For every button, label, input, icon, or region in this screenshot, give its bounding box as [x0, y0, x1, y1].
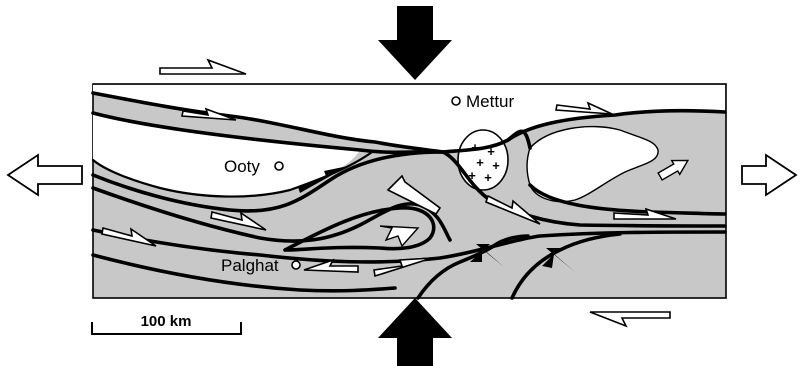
mettur-marker: [452, 97, 460, 105]
svg-text:+: +: [476, 155, 484, 170]
svg-text:+: +: [484, 170, 492, 185]
svg-text:+: +: [492, 158, 500, 173]
south-compression-arrow: [378, 298, 452, 366]
east-extension-arrow: [742, 155, 796, 195]
west-extension-arrow: [8, 155, 82, 195]
top-shear-sense-arrow: [160, 60, 246, 74]
mettur-label: Mettur: [466, 92, 515, 111]
ooty-marker: [275, 162, 283, 170]
palghat-label: Palghat: [221, 256, 279, 275]
bottom-shear-sense-arrow: [590, 312, 670, 326]
north-compression-arrow: [378, 6, 452, 80]
palghat-marker: [292, 261, 300, 269]
scale-bar-label: 100 km: [141, 313, 192, 330]
ooty-label: Ooty: [224, 157, 260, 176]
